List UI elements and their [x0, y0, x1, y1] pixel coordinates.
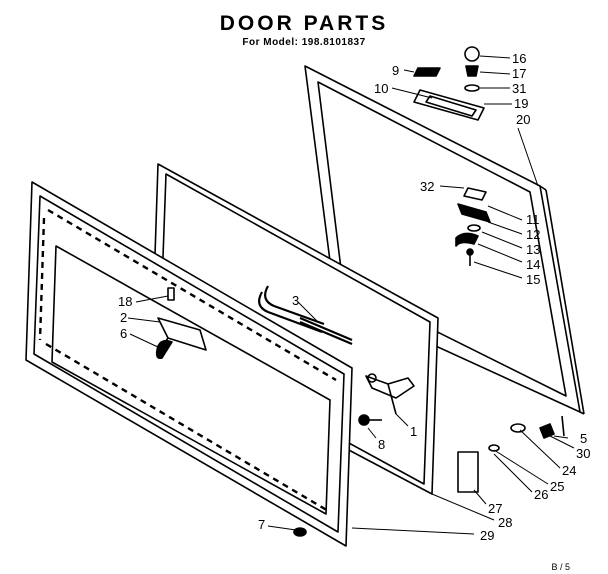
- page-code: B / 5: [551, 562, 570, 572]
- callout-10: 10: [374, 81, 389, 96]
- callout-18: 18: [118, 294, 133, 309]
- callout-12: 12: [526, 227, 541, 242]
- callout-11: 11: [526, 212, 540, 227]
- callout-24: 24: [562, 463, 577, 478]
- side-screw: [358, 414, 382, 426]
- bottom-trim-parts: [293, 527, 307, 537]
- bottom-hinge-parts: [457, 415, 565, 493]
- callout-30: 30: [576, 446, 591, 461]
- handle-rod: [257, 285, 353, 346]
- latch-assembly: [365, 373, 415, 415]
- callout-17: 17: [512, 66, 527, 81]
- callout-9: 9: [392, 63, 400, 78]
- side-hinge-parts: [455, 187, 491, 266]
- callout-15: 15: [526, 272, 541, 287]
- callout-7: 7: [258, 517, 266, 532]
- leader-lines: [127, 55, 575, 535]
- callout-1: 1: [410, 424, 418, 439]
- callout-25: 25: [550, 479, 565, 494]
- callout-31: 31: [512, 81, 527, 96]
- callout-26: 26: [534, 487, 549, 502]
- callout-13: 13: [526, 242, 541, 257]
- callout-20: 20: [516, 112, 531, 127]
- callout-16: 16: [512, 51, 527, 66]
- callout-5: 5: [580, 431, 588, 446]
- rear-door-frame: [304, 65, 585, 415]
- callout-32: 32: [420, 179, 435, 194]
- callout-14: 14: [526, 257, 541, 272]
- callout-28: 28: [498, 515, 513, 530]
- callout-8: 8: [378, 437, 386, 452]
- top-hinge-parts: [413, 46, 485, 121]
- handle-bracket: [155, 287, 207, 360]
- callout-19: 19: [514, 96, 529, 111]
- callout-27: 27: [488, 501, 503, 516]
- model-subtitle: For Model: 198.8101837: [242, 37, 366, 48]
- callout-6: 6: [120, 326, 128, 341]
- front-door-panel: [25, 181, 353, 547]
- diagram-title: DOOR PARTS: [219, 12, 389, 35]
- callout-2: 2: [120, 310, 128, 325]
- callout-29: 29: [480, 528, 495, 543]
- callout-3: 3: [292, 293, 300, 308]
